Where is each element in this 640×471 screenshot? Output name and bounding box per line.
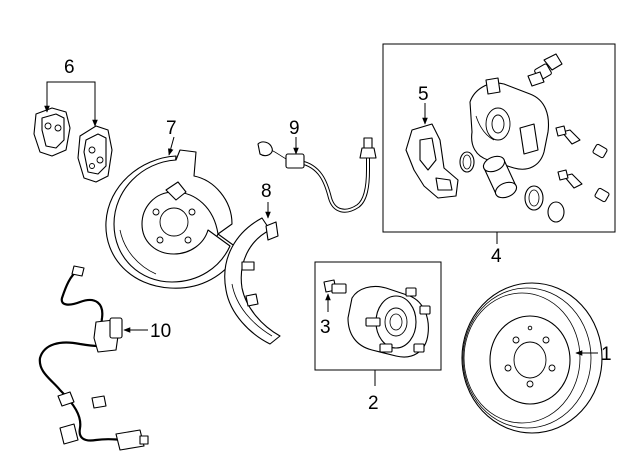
abs-speed-sensor (38, 265, 149, 451)
callout-7: 7 (166, 118, 177, 139)
caliper-assembly-box (382, 43, 616, 233)
dust-boot (524, 185, 544, 211)
parking-brake-shoe (224, 202, 281, 345)
callout-1: 1 (601, 344, 612, 365)
inner-brake-pad (33, 107, 71, 157)
hub-bearing-box (314, 261, 442, 371)
brake-splash-shield (105, 136, 241, 289)
brake-hose (257, 137, 377, 213)
callout-8: 8 (261, 181, 272, 202)
callout-6-leader (44, 81, 98, 127)
caliper-piston (482, 155, 518, 199)
brake-rotor (461, 282, 603, 434)
callout-4: 4 (491, 246, 502, 267)
bleeder-screw (527, 53, 563, 87)
callout-2: 2 (368, 393, 379, 414)
piston-seal (459, 151, 475, 173)
guide-pin-lower (557, 169, 610, 203)
caliper-assembly (405, 53, 610, 244)
caliper-bracket (405, 103, 459, 199)
hub-bearing-assembly (347, 285, 431, 358)
callout-9: 9 (289, 118, 300, 139)
callout-5: 5 (418, 84, 429, 105)
guide-pin-upper (555, 125, 608, 159)
callout-6: 6 (64, 57, 75, 78)
brake-pads-illustration (33, 81, 113, 183)
caliper-body (469, 77, 550, 170)
outer-brake-pad (77, 125, 113, 183)
callout-3: 3 (320, 317, 331, 338)
hub-bolt (323, 279, 347, 312)
callout-10: 10 (150, 321, 171, 342)
boot-ring (547, 201, 565, 223)
